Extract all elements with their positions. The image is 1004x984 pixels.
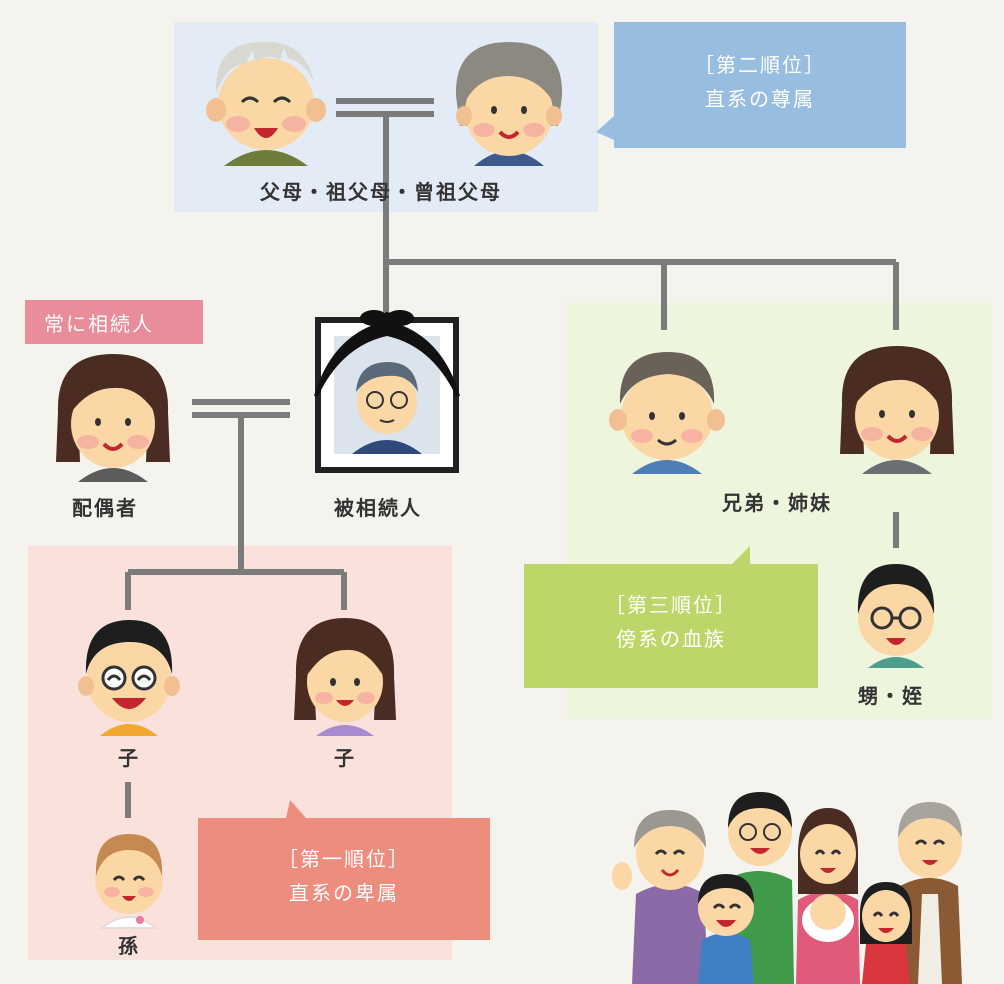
always-heir-badge — [25, 300, 203, 344]
family-group-illustration — [612, 792, 962, 984]
second-rank-subtitle: 直系の尊属 — [705, 87, 815, 111]
daughter-icon — [294, 618, 396, 736]
grandchild-icon — [95, 834, 163, 929]
third-rank-bubble — [524, 546, 818, 688]
first-rank-bubble — [198, 800, 490, 940]
child-2-label: 子 — [334, 746, 356, 770]
brother-icon — [609, 352, 725, 474]
first-rank-title: ［第一順位］ — [278, 847, 410, 871]
first-rank-label: ［第一順位］ 直系の卑属 — [198, 842, 490, 910]
sister-icon — [840, 346, 954, 474]
deceased-portrait-icon — [314, 310, 460, 473]
third-rank-title: ［第三順位］ — [605, 593, 737, 617]
always-heir-badge-text: 常に相続人 — [44, 312, 154, 336]
grandmother-icon — [455, 42, 563, 166]
siblings-label: 兄弟・姉妹 — [722, 491, 832, 515]
second-rank-label: ［第二順位］ 直系の尊属 — [614, 48, 906, 116]
spouse-label: 配偶者 — [72, 496, 138, 520]
grandchild-label: 孫 — [118, 934, 140, 958]
grandfather-icon — [206, 41, 326, 166]
second-rank-title: ［第二順位］ — [694, 53, 826, 77]
third-rank-subtitle: 傍系の血族 — [616, 627, 726, 651]
spouse-icon — [56, 354, 170, 482]
nephew-niece-label: 甥・姪 — [858, 684, 924, 708]
deceased-label: 被相続人 — [334, 496, 422, 520]
second-rank-bubble — [596, 22, 906, 148]
child-1-label: 子 — [118, 746, 140, 770]
first-rank-subtitle: 直系の卑属 — [289, 881, 399, 905]
ascendants-caption: 父母・祖父母・曾祖父母 — [260, 180, 502, 204]
nephew-icon — [857, 564, 935, 668]
third-rank-label: ［第三順位］ 傍系の血族 — [528, 588, 814, 656]
son-icon — [78, 620, 180, 736]
